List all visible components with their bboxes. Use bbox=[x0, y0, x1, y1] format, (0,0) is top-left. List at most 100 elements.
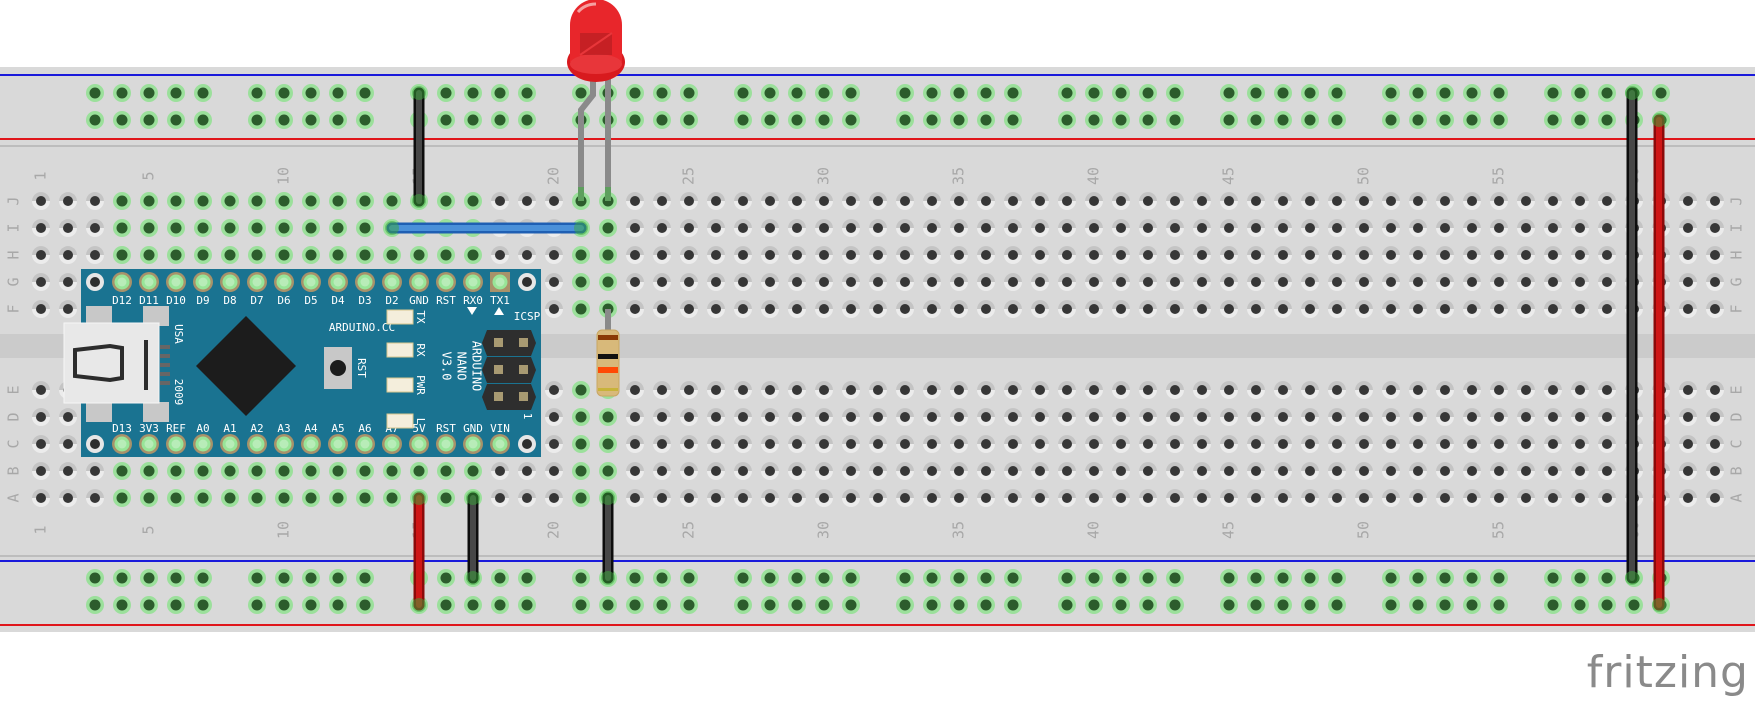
terminal-hole-B4[interactable] bbox=[113, 462, 131, 480]
rail-hole[interactable] bbox=[896, 569, 914, 587]
rail-hole[interactable] bbox=[734, 84, 752, 102]
terminal-hole-C27[interactable] bbox=[734, 435, 752, 453]
terminal-hole-J45[interactable] bbox=[1220, 192, 1238, 210]
terminal-hole-D52[interactable] bbox=[1409, 408, 1427, 426]
terminal-hole-I28[interactable] bbox=[761, 219, 779, 237]
terminal-hole-B38[interactable] bbox=[1031, 462, 1049, 480]
terminal-hole-C28[interactable] bbox=[761, 435, 779, 453]
terminal-hole-A48[interactable] bbox=[1301, 489, 1319, 507]
rail-hole[interactable] bbox=[1571, 569, 1589, 587]
terminal-hole-A9[interactable] bbox=[248, 489, 266, 507]
rail-hole[interactable] bbox=[518, 111, 536, 129]
rail-hole[interactable] bbox=[1409, 84, 1427, 102]
terminal-hole-G20[interactable] bbox=[545, 273, 563, 291]
terminal-hole-C54[interactable] bbox=[1463, 435, 1481, 453]
terminal-hole-F49[interactable] bbox=[1328, 300, 1346, 318]
icsp-header-row[interactable] bbox=[482, 330, 536, 356]
rail-hole[interactable] bbox=[1058, 596, 1076, 614]
terminal-hole-B25[interactable] bbox=[680, 462, 698, 480]
terminal-hole-H33[interactable] bbox=[896, 246, 914, 264]
terminal-hole-G34[interactable] bbox=[923, 273, 941, 291]
rail-hole[interactable] bbox=[1382, 596, 1400, 614]
terminal-hole-H50[interactable] bbox=[1355, 246, 1373, 264]
rail-hole[interactable] bbox=[599, 596, 617, 614]
rail-hole[interactable] bbox=[437, 111, 455, 129]
terminal-hole-D32[interactable] bbox=[869, 408, 887, 426]
terminal-hole-E30[interactable] bbox=[815, 381, 833, 399]
terminal-hole-H15[interactable] bbox=[410, 246, 428, 264]
terminal-hole-B22[interactable] bbox=[599, 462, 617, 480]
reset-button-cap[interactable] bbox=[330, 360, 346, 376]
terminal-hole-C21[interactable] bbox=[572, 435, 590, 453]
terminal-hole-C52[interactable] bbox=[1409, 435, 1427, 453]
rail-hole[interactable] bbox=[653, 111, 671, 129]
rail-hole[interactable] bbox=[275, 596, 293, 614]
rail-hole[interactable] bbox=[1004, 569, 1022, 587]
icsp-header-row[interactable] bbox=[482, 357, 536, 383]
terminal-hole-D38[interactable] bbox=[1031, 408, 1049, 426]
terminal-hole-G32[interactable] bbox=[869, 273, 887, 291]
terminal-hole-I62[interactable] bbox=[1679, 219, 1697, 237]
terminal-hole-C51[interactable] bbox=[1382, 435, 1400, 453]
rail-hole[interactable] bbox=[1436, 596, 1454, 614]
rail-hole[interactable] bbox=[167, 111, 185, 129]
rail-hole[interactable] bbox=[113, 111, 131, 129]
terminal-hole-D2[interactable] bbox=[59, 408, 77, 426]
rail-hole[interactable] bbox=[788, 111, 806, 129]
terminal-hole-I7[interactable] bbox=[194, 219, 212, 237]
terminal-hole-D44[interactable] bbox=[1193, 408, 1211, 426]
terminal-hole-C56[interactable] bbox=[1517, 435, 1535, 453]
terminal-hole-A44[interactable] bbox=[1193, 489, 1211, 507]
terminal-hole-I6[interactable] bbox=[167, 219, 185, 237]
terminal-hole-B62[interactable] bbox=[1679, 462, 1697, 480]
rail-hole[interactable] bbox=[1490, 111, 1508, 129]
terminal-hole-I46[interactable] bbox=[1247, 219, 1265, 237]
terminal-hole-D57[interactable] bbox=[1544, 408, 1562, 426]
terminal-hole-G48[interactable] bbox=[1301, 273, 1319, 291]
terminal-hole-A19[interactable] bbox=[518, 489, 536, 507]
resistor-body[interactable] bbox=[596, 329, 620, 397]
terminal-hole-B27[interactable] bbox=[734, 462, 752, 480]
rail-hole[interactable] bbox=[653, 596, 671, 614]
terminal-hole-E25[interactable] bbox=[680, 381, 698, 399]
terminal-hole-D26[interactable] bbox=[707, 408, 725, 426]
rail-hole[interactable] bbox=[788, 84, 806, 102]
terminal-hole-I36[interactable] bbox=[977, 219, 995, 237]
terminal-hole-A31[interactable] bbox=[842, 489, 860, 507]
terminal-hole-I44[interactable] bbox=[1193, 219, 1211, 237]
terminal-hole-D37[interactable] bbox=[1004, 408, 1022, 426]
terminal-hole-C38[interactable] bbox=[1031, 435, 1049, 453]
terminal-hole-A12[interactable] bbox=[329, 489, 347, 507]
terminal-hole-G47[interactable] bbox=[1274, 273, 1292, 291]
terminal-hole-H58[interactable] bbox=[1571, 246, 1589, 264]
terminal-hole-H39[interactable] bbox=[1058, 246, 1076, 264]
terminal-hole-I37[interactable] bbox=[1004, 219, 1022, 237]
terminal-hole-C24[interactable] bbox=[653, 435, 671, 453]
rail-hole[interactable] bbox=[1571, 111, 1589, 129]
terminal-hole-E27[interactable] bbox=[734, 381, 752, 399]
terminal-hole-A14[interactable] bbox=[383, 489, 401, 507]
terminal-hole-G53[interactable] bbox=[1436, 273, 1454, 291]
terminal-hole-D56[interactable] bbox=[1517, 408, 1535, 426]
rail-hole[interactable] bbox=[1085, 569, 1103, 587]
terminal-hole-E47[interactable] bbox=[1274, 381, 1292, 399]
terminal-hole-B13[interactable] bbox=[356, 462, 374, 480]
terminal-hole-E58[interactable] bbox=[1571, 381, 1589, 399]
terminal-hole-F42[interactable] bbox=[1139, 300, 1157, 318]
terminal-hole-I50[interactable] bbox=[1355, 219, 1373, 237]
terminal-hole-J18[interactable] bbox=[491, 192, 509, 210]
rail-hole[interactable] bbox=[329, 111, 347, 129]
terminal-hole-H4[interactable] bbox=[113, 246, 131, 264]
terminal-hole-A55[interactable] bbox=[1490, 489, 1508, 507]
terminal-hole-F38[interactable] bbox=[1031, 300, 1049, 318]
terminal-hole-G38[interactable] bbox=[1031, 273, 1049, 291]
terminal-hole-F32[interactable] bbox=[869, 300, 887, 318]
rail-hole[interactable] bbox=[140, 569, 158, 587]
terminal-hole-I53[interactable] bbox=[1436, 219, 1454, 237]
terminal-hole-C22[interactable] bbox=[599, 435, 617, 453]
terminal-hole-G57[interactable] bbox=[1544, 273, 1562, 291]
terminal-hole-C23[interactable] bbox=[626, 435, 644, 453]
terminal-hole-H6[interactable] bbox=[167, 246, 185, 264]
terminal-hole-E39[interactable] bbox=[1058, 381, 1076, 399]
terminal-hole-A46[interactable] bbox=[1247, 489, 1265, 507]
